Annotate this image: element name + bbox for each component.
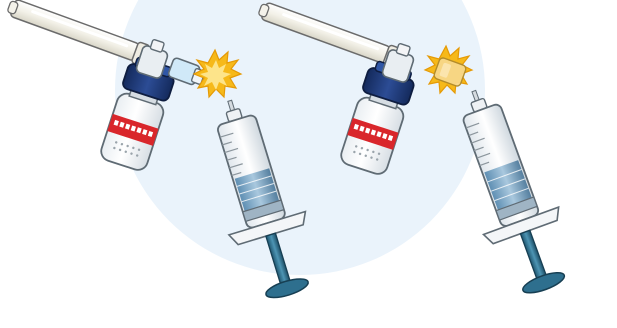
- syringe-connector: [433, 57, 467, 87]
- step-detached: [258, 2, 566, 294]
- vial-adapter: [135, 39, 169, 79]
- syringe-icon: [217, 99, 309, 299]
- step-connected: [7, 0, 309, 299]
- vial-adapter: [381, 43, 415, 83]
- syringe-icon: [462, 89, 566, 294]
- syringe-plunger: [519, 229, 548, 282]
- backdrop-circle: [115, 0, 485, 275]
